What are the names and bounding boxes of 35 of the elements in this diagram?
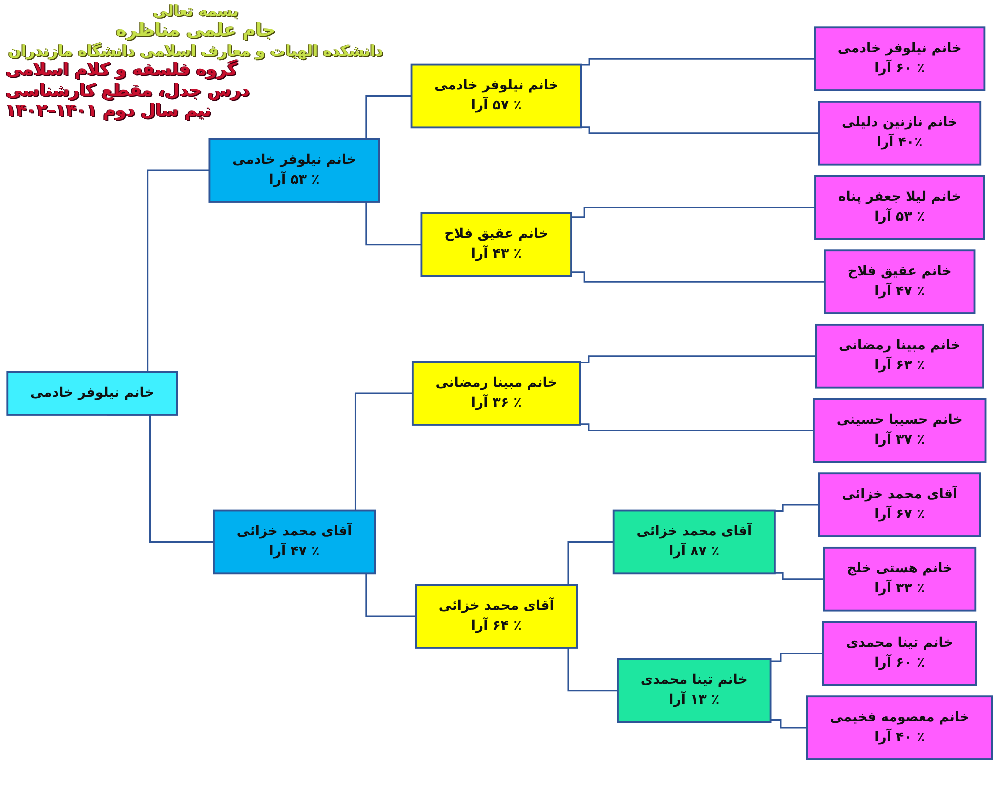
connector bbox=[580, 424, 814, 432]
connector bbox=[581, 58, 816, 66]
connector bbox=[572, 206, 816, 218]
header-text: نیم سال دوم ۱۴۰۱–۱۴۰۲ bbox=[6, 102, 212, 122]
connector bbox=[774, 504, 820, 512]
node-box: خانم عقیق فلاح ٪ ۴۳ آرا bbox=[420, 212, 572, 278]
node-box: خانم نیلوفر خادمی ٪ ۵۳ آرا bbox=[208, 138, 380, 203]
connector bbox=[572, 272, 825, 283]
connector bbox=[580, 356, 816, 364]
header-text: دانشکده الهیات و معارف اسلامی دانشگاه مازندران bbox=[8, 42, 384, 60]
connector bbox=[770, 652, 824, 662]
node-box: خانم تینا محمدی ٪ ۱۳ آرا bbox=[617, 658, 772, 724]
connector bbox=[774, 572, 824, 580]
node-box: خانم عقیق فلاح ٪ ۴۷ آرا bbox=[824, 250, 976, 314]
connector bbox=[770, 719, 808, 729]
node-box: خانم لیلا جعفر پناه ٪ ۵۳ آرا bbox=[814, 175, 986, 240]
header-text: گروه فلسفه و کلام اسلامی bbox=[6, 61, 238, 81]
node-box: خانم نیلوفر خادمی ٪ ۶۰ آرا bbox=[814, 26, 986, 92]
node-box: آقای محمد خزائی ٪ ۶۴ آرا bbox=[415, 584, 578, 649]
node-box: آقای محمد خزائی ٪ ۸۷ آرا bbox=[612, 510, 776, 575]
node-box: خانم مبینا رمضانی ٪ ۶۳ آرا bbox=[815, 324, 984, 389]
header-text: بسمه تعالی bbox=[152, 3, 240, 20]
node-box: خانم نیلوفر خادمی bbox=[6, 371, 178, 416]
header-text: درس جدل، مقطع کارشناسی bbox=[6, 82, 250, 102]
title: جام علمی مناظره bbox=[115, 21, 277, 42]
node-box: خانم نیلوفر خادمی ٪ ۵۷ آرا bbox=[410, 64, 582, 129]
node-box: خانم نازنین دلیلی ۴۰٪ آرا bbox=[818, 100, 982, 166]
node-box: خانم مبینا رمضانی ٪ ۳۶ آرا bbox=[412, 361, 582, 426]
node-box: خانم معصومه فخیمی ٪ ۴۰ آرا bbox=[806, 696, 994, 760]
connector bbox=[581, 126, 820, 134]
node-box: خانم هستی خلج ٪ ۳۳ آرا bbox=[823, 546, 977, 612]
node-box: آقای محمد خزائی ٪ ۶۷ آرا bbox=[818, 472, 982, 538]
node-box: آقای محمد خزائی ٪ ۴۷ آرا bbox=[213, 510, 376, 575]
node-box: خانم تینا محمدی ٪ ۶۰ آرا bbox=[822, 621, 978, 686]
node-box: خانم حسیبا حسینی ٪ ۳۷ آرا bbox=[813, 398, 987, 464]
